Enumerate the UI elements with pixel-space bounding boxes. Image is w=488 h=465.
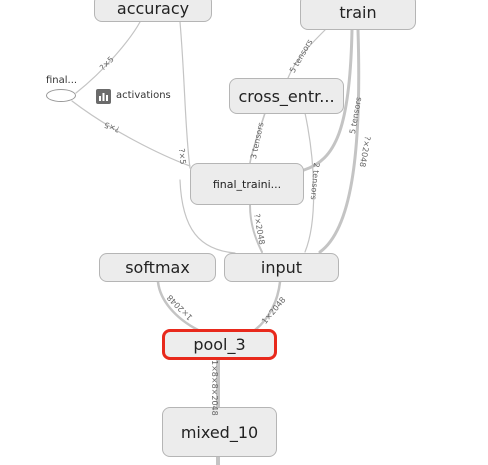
constant-label: final... [46,75,78,86]
node-input-label: input [260,258,303,277]
summary-label: activations [116,90,171,101]
node-cross-entropy[interactable]: cross_entr... [229,78,344,114]
edge-cross-final [249,112,266,164]
edge-const-accuracy [75,21,141,94]
node-softmax-label: softmax [125,258,190,277]
bar-chart-icon [96,89,111,104]
edge-pool-input [253,280,282,332]
node-train[interactable]: train [300,0,416,30]
edge-final-input [249,204,263,253]
node-accuracy-label: accuracy [116,0,190,18]
node-pool-3-label: pool_3 [193,335,246,354]
edge-label-accuracy-final: ?×5 [177,148,188,165]
node-mixed-10-label: mixed_10 [180,422,259,442]
edge-const-final [71,100,191,167]
edge-final-train [302,28,354,172]
edge-pool-softmax [156,280,200,332]
edge-accuracy-input [179,179,236,254]
node-pool-3[interactable]: pool_3 [162,329,277,360]
node-input[interactable]: input [224,253,339,282]
edge-input-train [318,28,361,254]
edge-train-cross [287,29,326,79]
node-cross-entropy-label: cross_entr... [238,86,335,106]
node-softmax[interactable]: softmax [99,253,216,282]
node-train-label: train [339,2,377,22]
node-mixed-10[interactable]: mixed_10 [162,407,277,457]
constant-node[interactable] [46,89,76,102]
node-final-training-label: final_traini... [212,177,282,191]
edge-label-mixed-pool: 1×8×8×2048 [210,360,219,416]
node-accuracy[interactable]: accuracy [94,0,212,22]
edge-cross-input [304,112,315,253]
node-final-training[interactable]: final_traini... [190,163,304,205]
edge-accuracy-final [179,21,191,169]
